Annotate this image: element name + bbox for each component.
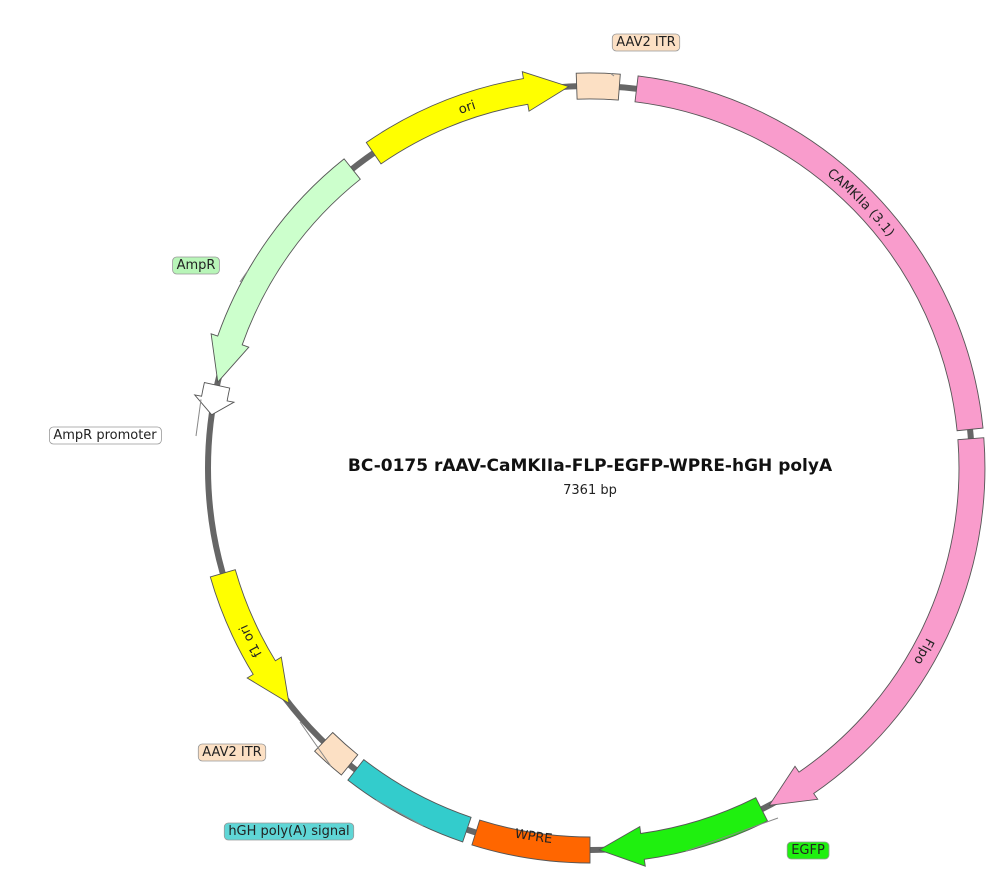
feature-aav2-itr-bottom[interactable] [313, 731, 359, 776]
callout-label-ampr-promoter: AmpR promoter [53, 428, 157, 443]
feature-shape-egfp[interactable] [598, 797, 769, 867]
feature-shape-aav2-itr-top[interactable] [575, 72, 621, 101]
feature-label-ori: ori [457, 98, 478, 118]
feature-label-camkiia: CAMKIIa (3.1) [824, 166, 897, 240]
feature-shape-wpre[interactable] [471, 819, 591, 864]
feature-ampr[interactable] [210, 158, 361, 384]
callout-box [197, 743, 267, 762]
feature-shape-flpo[interactable] [768, 437, 986, 806]
feature-ori[interactable]: ori [365, 71, 570, 165]
callout-aav2-itr-bottom: AAV2 ITR [197, 721, 332, 767]
callout-box [223, 822, 355, 841]
feature-ampr-promoter[interactable] [193, 381, 236, 416]
callout-ampr: AmpR [172, 256, 249, 283]
map-title: BC-0175 rAAV-CaMKIIa-FLP-EGFP-WPRE-hGH p… [348, 456, 833, 476]
feature-shape-hgh-polya[interactable] [347, 758, 472, 843]
feature-shape-aav2-itr-bottom[interactable] [313, 731, 359, 776]
feature-egfp[interactable] [598, 797, 769, 867]
callout-label-ampr: AmpR [177, 258, 216, 273]
callout-line [195, 399, 202, 437]
feature-shape-ampr[interactable] [210, 158, 361, 384]
callout-box [172, 256, 220, 275]
callout-line [610, 73, 615, 77]
callout-box [611, 33, 681, 52]
feature-camkiia[interactable]: CAMKIIa (3.1) [634, 75, 984, 432]
callout-line [685, 817, 779, 852]
feature-shape-camkiia[interactable] [634, 75, 984, 432]
callout-box [786, 841, 830, 860]
callout-label-aav2-itr-bottom: AAV2 ITR [202, 745, 261, 760]
callout-egfp: EGFP [685, 817, 830, 860]
feature-label-wpre: WPRE [514, 827, 554, 848]
callout-aav2-itr-top: AAV2 ITR [610, 33, 681, 77]
callout-label-hgh-polya: hGH poly(A) signal [228, 824, 349, 839]
feature-shape-f1-ori[interactable] [209, 569, 290, 705]
feature-flpo[interactable]: Flpo [768, 437, 986, 806]
feature-f1-ori[interactable]: f1 ori [209, 569, 290, 705]
feature-shape-ampr-promoter[interactable] [193, 381, 236, 416]
feature-shape-ori[interactable] [365, 71, 570, 165]
feature-aav2-itr-top[interactable] [575, 72, 621, 101]
callout-line [299, 721, 332, 767]
feature-hgh-polya[interactable] [347, 758, 472, 843]
callout-line [239, 270, 249, 283]
callout-label-aav2-itr-top: AAV2 ITR [616, 35, 675, 50]
callout-ampr-promoter: AmpR promoter [49, 399, 202, 445]
map-length: 7361 bp [563, 483, 617, 498]
callout-box [49, 426, 162, 445]
callout-line [375, 799, 424, 827]
callout-hgh-polya: hGH poly(A) signal [223, 799, 424, 841]
feature-wpre[interactable]: WPRE [471, 819, 591, 864]
callout-label-egfp: EGFP [791, 843, 825, 858]
